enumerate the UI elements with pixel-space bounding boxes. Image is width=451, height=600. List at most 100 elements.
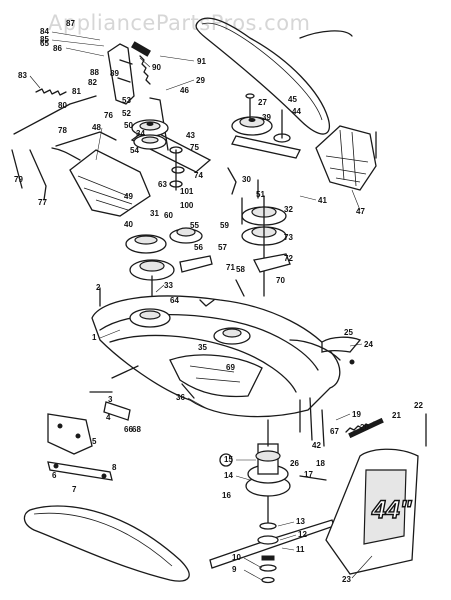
callout-65[interactable]: 65 xyxy=(40,39,49,48)
callout-85[interactable]: 85 xyxy=(40,35,49,44)
callout-21[interactable]: 21 xyxy=(392,411,401,420)
callout-89[interactable]: 89 xyxy=(110,69,119,78)
blade-spindle-assembly[interactable] xyxy=(245,419,291,530)
callout-3[interactable]: 3 xyxy=(108,395,113,404)
callout-4[interactable]: 4 xyxy=(106,413,111,422)
front-bracket[interactable] xyxy=(47,413,93,455)
callout-54[interactable]: 54 xyxy=(130,146,139,155)
drive-belt-upper[interactable] xyxy=(195,17,330,135)
callout-14[interactable]: 14 xyxy=(224,471,233,480)
callout-46[interactable]: 46 xyxy=(180,86,189,95)
belt-cover-right[interactable] xyxy=(315,125,377,191)
callout-48[interactable]: 48 xyxy=(92,123,101,132)
callout-39[interactable]: 39 xyxy=(262,113,271,122)
callout-60[interactable]: 60 xyxy=(164,211,173,220)
callout-27[interactable]: 27 xyxy=(258,98,267,107)
callout-86[interactable]: 86 xyxy=(53,44,62,53)
callout-88[interactable]: 88 xyxy=(90,68,99,77)
callout-41[interactable]: 41 xyxy=(318,196,327,205)
pulley-upper-left[interactable] xyxy=(131,119,169,137)
pulley-upper-right-2[interactable] xyxy=(273,109,291,143)
callout-55[interactable]: 55 xyxy=(190,221,199,230)
callout-70[interactable]: 70 xyxy=(276,276,285,285)
callout-90[interactable]: 90 xyxy=(152,63,161,72)
callout-57[interactable]: 57 xyxy=(218,243,227,252)
callout-6[interactable]: 6 xyxy=(52,471,57,480)
callout-22[interactable]: 22 xyxy=(414,401,423,410)
callout-73[interactable]: 73 xyxy=(284,233,293,242)
callout-63[interactable]: 63 xyxy=(158,180,167,189)
callout-69[interactable]: 69 xyxy=(226,363,235,372)
callout-100[interactable]: 100 xyxy=(180,201,194,210)
idler-bracket-small[interactable] xyxy=(179,255,213,273)
mower-deck-housing[interactable] xyxy=(91,295,341,418)
callout-47[interactable]: 47 xyxy=(356,207,365,216)
callout-87[interactable]: 87 xyxy=(66,19,75,28)
callout-83[interactable]: 83 xyxy=(18,71,27,80)
callout-19[interactable]: 19 xyxy=(352,410,361,419)
callout-77[interactable]: 77 xyxy=(38,198,47,207)
callout-101[interactable]: 101 xyxy=(180,187,194,196)
callout-81[interactable]: 81 xyxy=(72,87,81,96)
callout-79[interactable]: 79 xyxy=(14,175,23,184)
callout-56[interactable]: 56 xyxy=(194,243,203,252)
callout-59[interactable]: 59 xyxy=(220,221,229,230)
pulley-mid-left[interactable] xyxy=(133,134,167,150)
callout-80[interactable]: 80 xyxy=(58,101,67,110)
discharge-chute[interactable]: 44" xyxy=(325,448,419,575)
belt-cover-left[interactable] xyxy=(69,149,151,217)
callout-10[interactable]: 10 xyxy=(232,553,241,562)
callout-17[interactable]: 17 xyxy=(304,470,313,479)
callout-9[interactable]: 9 xyxy=(232,565,237,574)
spring[interactable] xyxy=(139,55,151,85)
callout-26[interactable]: 26 xyxy=(290,459,299,468)
idler-arm-bracket[interactable] xyxy=(107,41,151,105)
pulley-center-lower[interactable] xyxy=(129,259,175,299)
callout-71[interactable]: 71 xyxy=(226,263,235,272)
callout-34[interactable]: 34 xyxy=(136,129,145,138)
callout-64[interactable]: 64 xyxy=(170,296,179,305)
pulley-center-left[interactable] xyxy=(125,234,167,254)
callout-82[interactable]: 82 xyxy=(88,78,97,87)
callout-51[interactable]: 51 xyxy=(256,190,265,199)
callout-15[interactable]: 15 xyxy=(224,455,233,464)
lift-link-rod[interactable] xyxy=(13,95,97,135)
callout-35[interactable]: 35 xyxy=(198,343,207,352)
callout-33[interactable]: 33 xyxy=(164,281,173,290)
callout-13[interactable]: 13 xyxy=(296,517,305,526)
callout-49[interactable]: 49 xyxy=(124,192,133,201)
chute-spring[interactable] xyxy=(345,417,384,439)
callout-20[interactable]: 20 xyxy=(360,423,369,432)
link-rod-center[interactable] xyxy=(111,365,139,379)
callout-84[interactable]: 84 xyxy=(40,27,49,36)
callout-29[interactable]: 29 xyxy=(196,76,205,85)
spring-left[interactable] xyxy=(35,88,67,96)
callout-58[interactable]: 58 xyxy=(236,265,245,274)
callout-40[interactable]: 40 xyxy=(124,220,133,229)
callout-76[interactable]: 76 xyxy=(104,111,113,120)
pulley-center-left-2[interactable] xyxy=(169,227,203,244)
callout-44[interactable]: 44 xyxy=(292,107,301,116)
callout-50[interactable]: 50 xyxy=(124,121,133,130)
callout-23[interactable]: 23 xyxy=(342,575,351,584)
callout-24[interactable]: 24 xyxy=(364,340,373,349)
callout-31[interactable]: 31 xyxy=(150,209,159,218)
stabilizer-bracket[interactable] xyxy=(103,401,131,421)
callout-75[interactable]: 75 xyxy=(190,143,199,152)
callout-8[interactable]: 8 xyxy=(112,463,117,472)
callout-43[interactable]: 43 xyxy=(186,131,195,140)
callout-53[interactable]: 53 xyxy=(122,96,131,105)
pulley-upper-right[interactable] xyxy=(231,116,301,159)
callout-45[interactable]: 45 xyxy=(288,95,297,104)
callout-42[interactable]: 42 xyxy=(312,441,321,450)
callout-12[interactable]: 12 xyxy=(298,530,307,539)
callout-18[interactable]: 18 xyxy=(316,459,325,468)
callout-52[interactable]: 52 xyxy=(122,109,131,118)
callout-91[interactable]: 91 xyxy=(197,57,206,66)
callout-78[interactable]: 78 xyxy=(58,126,67,135)
front-link[interactable] xyxy=(47,461,113,481)
callout-1[interactable]: 1 xyxy=(92,333,97,342)
callout-16[interactable]: 16 xyxy=(222,491,231,500)
drive-belt-lower[interactable] xyxy=(23,505,190,582)
callout-36[interactable]: 36 xyxy=(176,393,185,402)
